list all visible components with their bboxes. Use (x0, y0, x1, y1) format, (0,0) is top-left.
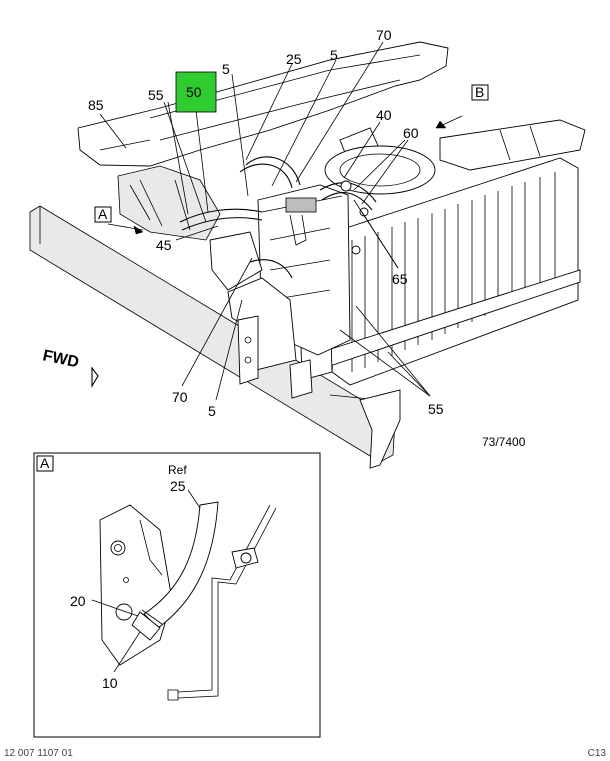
inset-callout-25: 25 (170, 478, 186, 494)
highlight-box (175, 71, 217, 113)
callout-25: 25 (286, 51, 302, 67)
frame-rail (77, 41, 449, 167)
view-box-b (471, 84, 489, 101)
callout-5-upper: 5 (330, 47, 338, 63)
callout-5-bottom: 5 (208, 403, 216, 419)
callout-65: 65 (392, 271, 408, 287)
coolant-hose-top (245, 156, 301, 186)
inset-view-box (36, 455, 54, 472)
inset-view-label: A (40, 455, 50, 471)
inset-ref-text: Ref (168, 463, 187, 477)
inset-view-a: A Ref 25 20 10 (33, 452, 321, 738)
leader-lines (99, 41, 463, 401)
view-label-b: B (475, 84, 484, 100)
callout-55-right: 55 (428, 401, 444, 417)
engine-housing (117, 165, 221, 241)
forward-indicator-label: FWD (41, 347, 80, 371)
mount-bracket (227, 277, 297, 371)
callout-70-top: 70 (376, 27, 392, 43)
callout-50: 50 (186, 84, 202, 100)
footer-part-number: 12 007 1107 01 (4, 748, 73, 759)
tank-cap (285, 197, 317, 213)
callout-45: 45 (156, 237, 172, 253)
callout-55-left: 55 (148, 87, 164, 103)
main-assembly-view: 5 25 5 70 50 55 85 40 60 45 65 70 5 55 A… (29, 27, 586, 469)
drawing-number: 73/7400 (482, 435, 526, 449)
inset-callout-10: 10 (102, 675, 118, 691)
inset-callout-20: 20 (70, 593, 86, 609)
footer-page-code: C13 (587, 748, 606, 759)
view-label-a: A (98, 206, 108, 222)
frame-bracket-right (439, 119, 586, 171)
callout-5-top: 5 (222, 61, 230, 77)
callout-85: 85 (88, 97, 104, 113)
coolant-hose-upper (179, 208, 263, 223)
callout-40: 40 (376, 107, 392, 123)
view-box-a (94, 206, 112, 223)
callout-70-bottom: 70 (172, 389, 188, 405)
callout-60: 60 (403, 125, 419, 141)
forward-arrow-icon (91, 366, 99, 388)
